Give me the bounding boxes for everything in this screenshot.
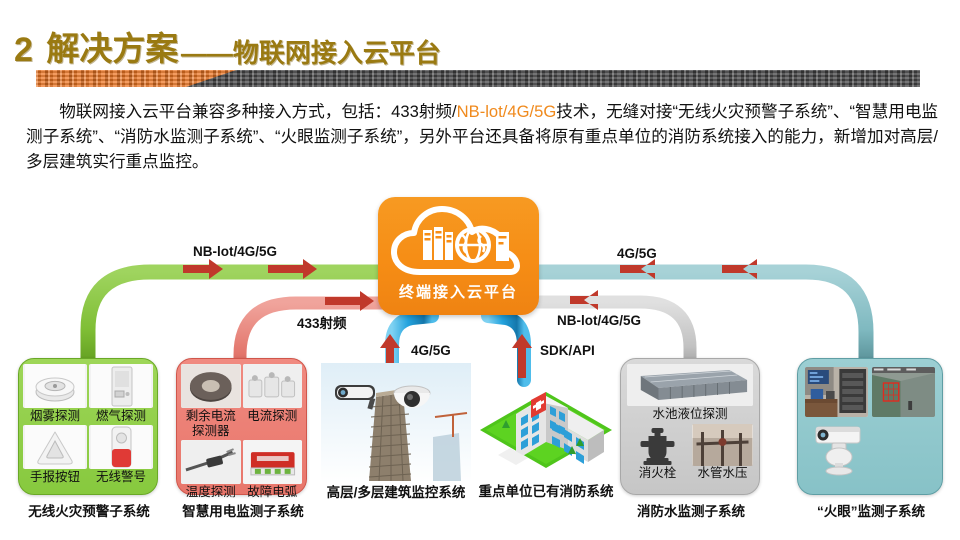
cell-label-tank-level: 水池液位探测	[652, 407, 728, 421]
cell-label-current: 电流探测	[247, 409, 298, 423]
title-decoration-accent	[36, 70, 236, 87]
arrow-right-rf433	[325, 291, 374, 311]
pipe-pressure-icon[interactable]	[692, 424, 753, 466]
control-room-photo[interactable]	[805, 367, 868, 417]
pipe-4g5g-right	[520, 264, 874, 408]
manual-call-point-icon	[23, 425, 87, 469]
cell-current-sensor[interactable]	[242, 364, 302, 408]
card-fire-water[interactable]: 水池液位探测	[620, 358, 760, 519]
photo-key-unit-system[interactable]: 重点单位已有消防系统	[476, 372, 616, 499]
cell-label-manual-call: 手报按钮	[29, 470, 80, 484]
temperature-probe-icon	[181, 440, 241, 484]
page-title: 2 解决方案 ——物联网接入云平台	[14, 22, 441, 70]
ptz-camera-icon-wrap[interactable]	[798, 417, 942, 477]
cell-label-pipe-pressure: 水管水压	[697, 466, 748, 480]
body-paragraph: 物联网接入云平台兼容多种接入方式，包括：433射频/NB-lot/4G/5G技术…	[26, 99, 938, 174]
cell-label-smoke: 烟雾探测	[29, 409, 80, 423]
cell-arc-fault[interactable]	[242, 440, 302, 484]
current-sensor-icon	[242, 364, 302, 408]
water-tank-level-icon[interactable]	[627, 364, 753, 406]
gas-detector-icon	[89, 364, 153, 408]
cell-label-temperature: 温度探测	[185, 485, 236, 499]
cell-label-gas: 燃气探测	[95, 409, 146, 423]
pipe-label-4g5g-up: 4G/5G	[411, 343, 451, 358]
cloud-server-globe-icon	[386, 202, 532, 280]
pipe-label-sdkapi: SDK/API	[540, 343, 595, 358]
title-decoration-bar	[36, 70, 920, 87]
arrow-up-4g5g	[380, 334, 400, 378]
pipe-nbiot-left	[80, 264, 400, 408]
cell-label-residual-current: 剩余电流探测器	[185, 409, 236, 438]
arrow-left-teal-2	[620, 259, 655, 279]
hospital-isometric-icon	[480, 392, 612, 468]
wireless-sounder-icon	[89, 425, 153, 469]
arrow-right-green-1	[183, 259, 223, 279]
arrow-up-sdkapi	[512, 334, 532, 378]
fire-hydrant-icon[interactable]	[627, 424, 688, 466]
cell-label-arc-fault: 故障电弧	[247, 485, 298, 499]
body-text-part1: 物联网接入云平台兼容多种接入方式，包括：433射频/	[59, 102, 457, 121]
cell-label-sounder: 无线警号	[95, 470, 146, 484]
card-caption-fire: 无线火灾预警子系统	[28, 504, 150, 519]
card-smart-power[interactable]: 剩余电流探测器 电流探测	[176, 358, 307, 519]
smoke-detector-icon	[23, 364, 87, 408]
body-text-part2: 技术，无缝对接“无线火灾预警子系统”、“智慧用电监测子系统”、“消防水监测子系统…	[26, 102, 939, 171]
card-power-grid: 剩余电流探测器 电流探测	[177, 359, 306, 500]
pipe-nbiot-right	[521, 295, 697, 407]
pipe-label-4g5g-right: 4G/5G	[617, 246, 657, 261]
card-water-grid: 消火栓 水管水压	[627, 424, 753, 481]
card-caption-water: 消防水监测子系统	[637, 504, 745, 519]
highrise-cctv-photo	[321, 363, 471, 483]
body-text-highlight: NB-lot/4G/5G	[456, 102, 557, 121]
card-caption-eye: “火眼”监测子系统	[817, 504, 925, 519]
slide-number: 2	[14, 31, 33, 69]
pipe-label-rf433: 433射频	[297, 316, 347, 331]
photo-caption-hospital: 重点单位已有消防系统	[478, 484, 614, 499]
cell-residual-current[interactable]	[181, 364, 241, 408]
photo-highrise-monitoring[interactable]: 高层/多层建筑监控系统	[321, 363, 471, 500]
thermal-view-photo[interactable]	[872, 367, 935, 417]
photo-caption-building: 高层/多层建筑监控系统	[326, 485, 466, 500]
arrow-left-teal-1	[722, 259, 757, 279]
arrow-right-green-2	[268, 259, 317, 279]
residual-current-detector-icon	[181, 364, 241, 408]
cloud-platform-caption: 终端接入云平台	[398, 284, 518, 301]
card-fire-alarm[interactable]: 烟雾探测 燃气探测	[18, 358, 158, 519]
cloud-platform-node[interactable]: 终端接入云平台	[378, 197, 539, 315]
pipe-label-nbiot-left: NB-lot/4G/5G	[193, 244, 278, 259]
pipe-label-nbiot-right: NB-lot/4G/5G	[557, 313, 642, 328]
arc-fault-detector-icon	[242, 440, 302, 484]
card-fire-grid: 烟雾探测 燃气探测	[19, 359, 157, 485]
card-eye-grid	[798, 359, 942, 417]
ptz-camera-icon	[815, 426, 861, 476]
cell-wireless-sounder[interactable]	[89, 425, 153, 469]
cell-temperature-probe[interactable]	[181, 440, 241, 484]
card-water-content: 水池液位探测	[621, 359, 759, 481]
cell-manual-call-point[interactable]	[23, 425, 87, 469]
pipe-rf433	[233, 296, 399, 422]
cell-gas-detector[interactable]	[89, 364, 153, 408]
cell-label-hydrant: 消火栓	[638, 466, 677, 480]
cell-smoke-detector[interactable]	[23, 364, 87, 408]
title-main-text: 解决方案	[46, 30, 179, 67]
arrow-left-gray	[570, 290, 598, 310]
title-sub-text: ——物联网接入云平台	[180, 38, 441, 68]
card-fire-eye[interactable]: “火眼”监测子系统	[797, 358, 943, 519]
card-caption-power: 智慧用电监测子系统	[182, 504, 304, 519]
